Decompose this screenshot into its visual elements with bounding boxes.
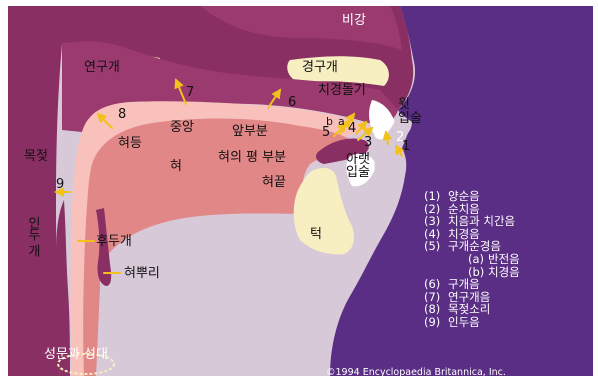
label-tongue-root: 혀뿌리: [124, 266, 160, 281]
legend-item: (5) 구개순경음: [424, 240, 520, 253]
tongue-tip-curl: [316, 138, 369, 164]
legend-item-number: (7): [424, 289, 441, 304]
legend-item-text: 치경음: [488, 264, 520, 279]
label-nasal-cavity: 비강: [342, 13, 366, 28]
arrow-b: [333, 122, 348, 137]
label-lower-lip: 입술: [346, 165, 370, 180]
arrow-number-9: 9: [56, 177, 65, 192]
arrow-2: [382, 130, 393, 145]
legend-item-text: 순치음: [448, 201, 480, 216]
label-epiglottis-bottom: 개: [25, 244, 40, 256]
legend-item: (3) 치음과 치간음: [424, 215, 520, 228]
label-glottis: 성문과 성대: [44, 347, 108, 362]
legend-item-text: 인두음: [448, 314, 480, 329]
arrow-number-2: 2: [396, 130, 405, 145]
label-pharynx: 목젖: [24, 149, 48, 164]
legend-item-text: 구개음: [448, 277, 480, 292]
articulation-arrows: [54, 78, 405, 274]
legend-item: (4) 치경음: [424, 226, 520, 241]
label-lower-teeth: 아랫: [346, 152, 370, 167]
label-tongue-tip: 혀끝: [262, 175, 286, 190]
arrow-3: [357, 126, 374, 141]
legend-item: (9) 인두음: [424, 316, 520, 329]
legend-item-number: (5): [424, 239, 441, 254]
legend-item-text: 목젖소리: [448, 302, 491, 317]
lower-lip-shape: [374, 150, 398, 181]
arrow-number-4: 4: [348, 121, 357, 136]
arrow-letter-a: a: [338, 115, 345, 128]
legend: (1) 양순음 (2) 순치음 (3) 치음과 치간음 (4) 치경음 (5) 구개순경음(a)반…: [424, 190, 520, 329]
legend-item: (a)반전음: [424, 253, 520, 266]
larynx-channel: [56, 200, 70, 376]
arrow-number-1: 1: [402, 139, 411, 154]
copyright-notice: ©1994 Encyclopaedia Britannica, Inc.: [326, 367, 506, 378]
arrow-8: [96, 112, 113, 129]
label-soft-palate: 연구개: [84, 60, 120, 75]
label-upper-teeth: 윗: [398, 97, 410, 112]
label-upper-lip: 입술: [398, 111, 422, 126]
label-hard-palate: 경구개: [302, 60, 338, 75]
legend-item-number: (2): [424, 201, 441, 216]
label-tongue-back: 혀등: [118, 136, 142, 151]
legend-item: (b)치경음: [424, 264, 520, 279]
legend-item-number: (1): [424, 189, 441, 203]
arrow-number-3: 3: [364, 135, 373, 150]
legend-item: (1) 양순음: [424, 190, 520, 203]
arrow-number-5: 5: [322, 125, 331, 140]
legend-item-number: (6): [424, 277, 441, 292]
epiglottis-shape: [96, 208, 112, 286]
arrow-7: [174, 78, 187, 105]
arrow-number-8: 8: [118, 107, 127, 122]
legend-item-number: (8): [424, 302, 441, 317]
arrow-number-7: 7: [186, 85, 195, 100]
legend-item-text: 치음과 치간음: [448, 214, 516, 229]
jaw-bone: [293, 167, 354, 255]
legend-item-text: 연구개음: [448, 289, 491, 304]
tongue-body: [83, 118, 358, 376]
legend-item-text: 치경음: [448, 226, 480, 241]
legend-item: (2) 순치음: [424, 201, 520, 216]
legend-item-number: (4): [424, 226, 441, 241]
legend-item-text: 양순음: [448, 189, 480, 203]
label-tongue-blade: 혀의 평 부분: [218, 150, 287, 165]
label-epiglottis: 후두개: [96, 234, 132, 249]
label-tongue-center: 중앙: [170, 120, 194, 135]
arrow-letter-b: b: [326, 115, 333, 128]
legend-item: (8) 목젖소리: [424, 303, 520, 316]
arrow-4: [355, 120, 368, 135]
legend-item-number: (3): [424, 214, 441, 229]
upper-tooth: [369, 100, 396, 140]
label-alveolar-ridge: 치경돌기: [318, 83, 366, 98]
legend-item-text: 반전음: [488, 251, 520, 266]
legend-item: (7) 연구개음: [424, 289, 520, 304]
arrow-number-6: 6: [288, 95, 297, 110]
legend-item: (6) 구개음: [424, 278, 520, 291]
pharynx-wall: [8, 6, 62, 376]
nasal-cavity: [200, 6, 402, 50]
label-tongue-front: 앞부분: [232, 124, 268, 139]
label-tongue: 혀: [170, 159, 182, 174]
legend-item-number: (a): [468, 251, 485, 266]
arrow-1: [394, 144, 405, 157]
legend-item-text: 구개순경음: [448, 239, 501, 254]
legend-item-number: (9): [424, 314, 441, 329]
upper-lip-shape: [386, 112, 412, 140]
glottis-shape: [57, 353, 115, 375]
legend-item-number: (b): [468, 264, 485, 279]
lower-tooth: [346, 153, 376, 187]
arrow-6: [267, 88, 282, 109]
face-exterior: [330, 6, 593, 376]
hard-palate-bone: [287, 56, 389, 86]
palate-tissue: [62, 41, 398, 132]
label-jaw: 턱: [310, 227, 322, 242]
label-epiglottis-top: 인두: [25, 216, 40, 240]
